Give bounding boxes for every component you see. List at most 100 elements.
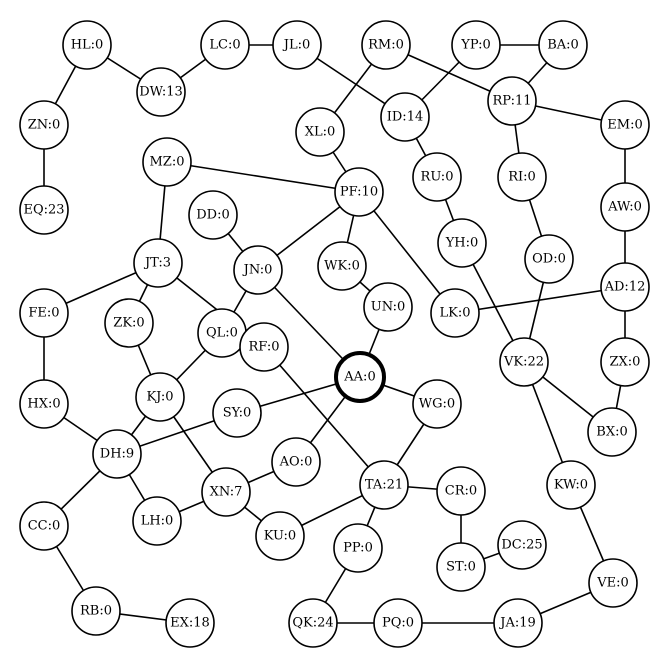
node-ja: JA:19 [493, 598, 543, 648]
node-circle [62, 20, 112, 70]
node-label: YP:0 [460, 38, 491, 53]
node-label: JA:19 [498, 616, 536, 631]
edge-pf-lk [358, 191, 456, 314]
node-label: LK:0 [440, 306, 471, 321]
node-sy: SY:0 [212, 388, 262, 438]
node-circle [363, 282, 413, 332]
node-rp: RP:11 [487, 76, 537, 126]
node-circle [136, 67, 186, 117]
node-circle [497, 152, 547, 202]
node-circle [437, 218, 487, 268]
node-id: ID:14 [380, 92, 430, 142]
node-circle [588, 558, 638, 608]
node-circle [587, 407, 637, 457]
node-label: EM:0 [607, 118, 642, 133]
node-ku: KU:0 [255, 511, 305, 561]
node-circle [165, 598, 215, 648]
node-circle [412, 152, 462, 202]
node-circle [436, 542, 486, 592]
node-label: PP:0 [343, 541, 373, 556]
node-label: SY:0 [223, 406, 252, 421]
node-dw: DW:13 [136, 67, 186, 117]
node-ex: EX:18 [165, 598, 215, 648]
node-xn: XN:7 [201, 467, 251, 517]
node-circle [201, 467, 251, 517]
node-label: YH:0 [445, 236, 479, 251]
node-label: MZ:0 [150, 155, 185, 170]
node-label: AW:0 [607, 200, 642, 215]
node-circle [524, 234, 574, 284]
node-label: OD:0 [532, 252, 566, 267]
node-label: RF:0 [249, 340, 280, 355]
node-dh: DH:9 [92, 429, 142, 479]
node-label: ST:0 [446, 560, 476, 575]
node-label: PF:10 [340, 185, 378, 200]
node-st: ST:0 [436, 542, 486, 592]
node-yp: YP:0 [451, 20, 501, 70]
node-label: CC:0 [28, 519, 61, 534]
node-label: AD:12 [604, 280, 646, 295]
node-ao: AO:0 [271, 437, 321, 487]
node-jl: JL:0 [272, 20, 322, 70]
node-kj: KJ:0 [135, 372, 185, 422]
node-jt: JT:3 [133, 238, 183, 288]
edge-lk-ad [454, 286, 626, 314]
node-circle [499, 337, 549, 387]
node-label: XN:7 [210, 485, 243, 500]
node-circle [135, 372, 185, 422]
node-label: WK:0 [324, 259, 360, 274]
node-circle [132, 496, 182, 546]
node-circle [317, 241, 367, 291]
node-circle [493, 598, 543, 648]
node-circle [412, 379, 462, 429]
node-circle [212, 388, 262, 438]
node-hl: HL:0 [62, 20, 112, 70]
node-lk: LK:0 [430, 288, 480, 338]
node-un: UN:0 [363, 282, 413, 332]
node-label: RM:0 [368, 38, 404, 53]
node-label: HX:0 [27, 397, 60, 412]
node-circle [497, 520, 547, 570]
node-cc: CC:0 [19, 501, 69, 551]
node-circle [142, 137, 192, 187]
node-circle [361, 20, 411, 70]
node-kw: KW:0 [546, 460, 596, 510]
node-circle [333, 523, 383, 573]
node-circle [188, 190, 238, 240]
node-circle [19, 379, 69, 429]
node-xl: XL:0 [295, 107, 345, 157]
node-wg: WG:0 [412, 379, 462, 429]
node-ql: QL:0 [197, 308, 247, 358]
node-yh: YH:0 [437, 218, 487, 268]
node-label: PQ:0 [382, 616, 414, 631]
node-pp: PP:0 [333, 523, 383, 573]
node-label: LH:0 [141, 514, 174, 529]
node-eq: EQ:23 [19, 185, 69, 235]
node-circle [272, 20, 322, 70]
node-circle [104, 298, 154, 348]
node-rb: RB:0 [71, 586, 121, 636]
node-label: ZK:0 [113, 316, 144, 331]
node-bx: BX:0 [587, 407, 637, 457]
node-pf: PF:10 [334, 167, 384, 217]
node-ve: VE:0 [588, 558, 638, 608]
node-circle [487, 76, 537, 126]
node-cr: CR:0 [436, 466, 486, 516]
node-label: VE:0 [596, 576, 629, 591]
node-lc: LC:0 [200, 20, 250, 70]
node-circle [19, 288, 69, 338]
node-circle [233, 245, 283, 295]
node-circle [19, 185, 69, 235]
node-label: JL:0 [282, 38, 311, 53]
node-label: RU:0 [421, 170, 454, 185]
node-ta: TA:21 [359, 460, 409, 510]
node-circle [359, 460, 409, 510]
node-label: ID:14 [387, 110, 423, 125]
node-fe: FE:0 [19, 288, 69, 338]
node-ad: AD:12 [600, 262, 650, 312]
node-label: FE:0 [28, 306, 59, 321]
node-label: LC:0 [209, 38, 240, 53]
node-circle [430, 288, 480, 338]
node-label: XL:0 [305, 125, 336, 140]
